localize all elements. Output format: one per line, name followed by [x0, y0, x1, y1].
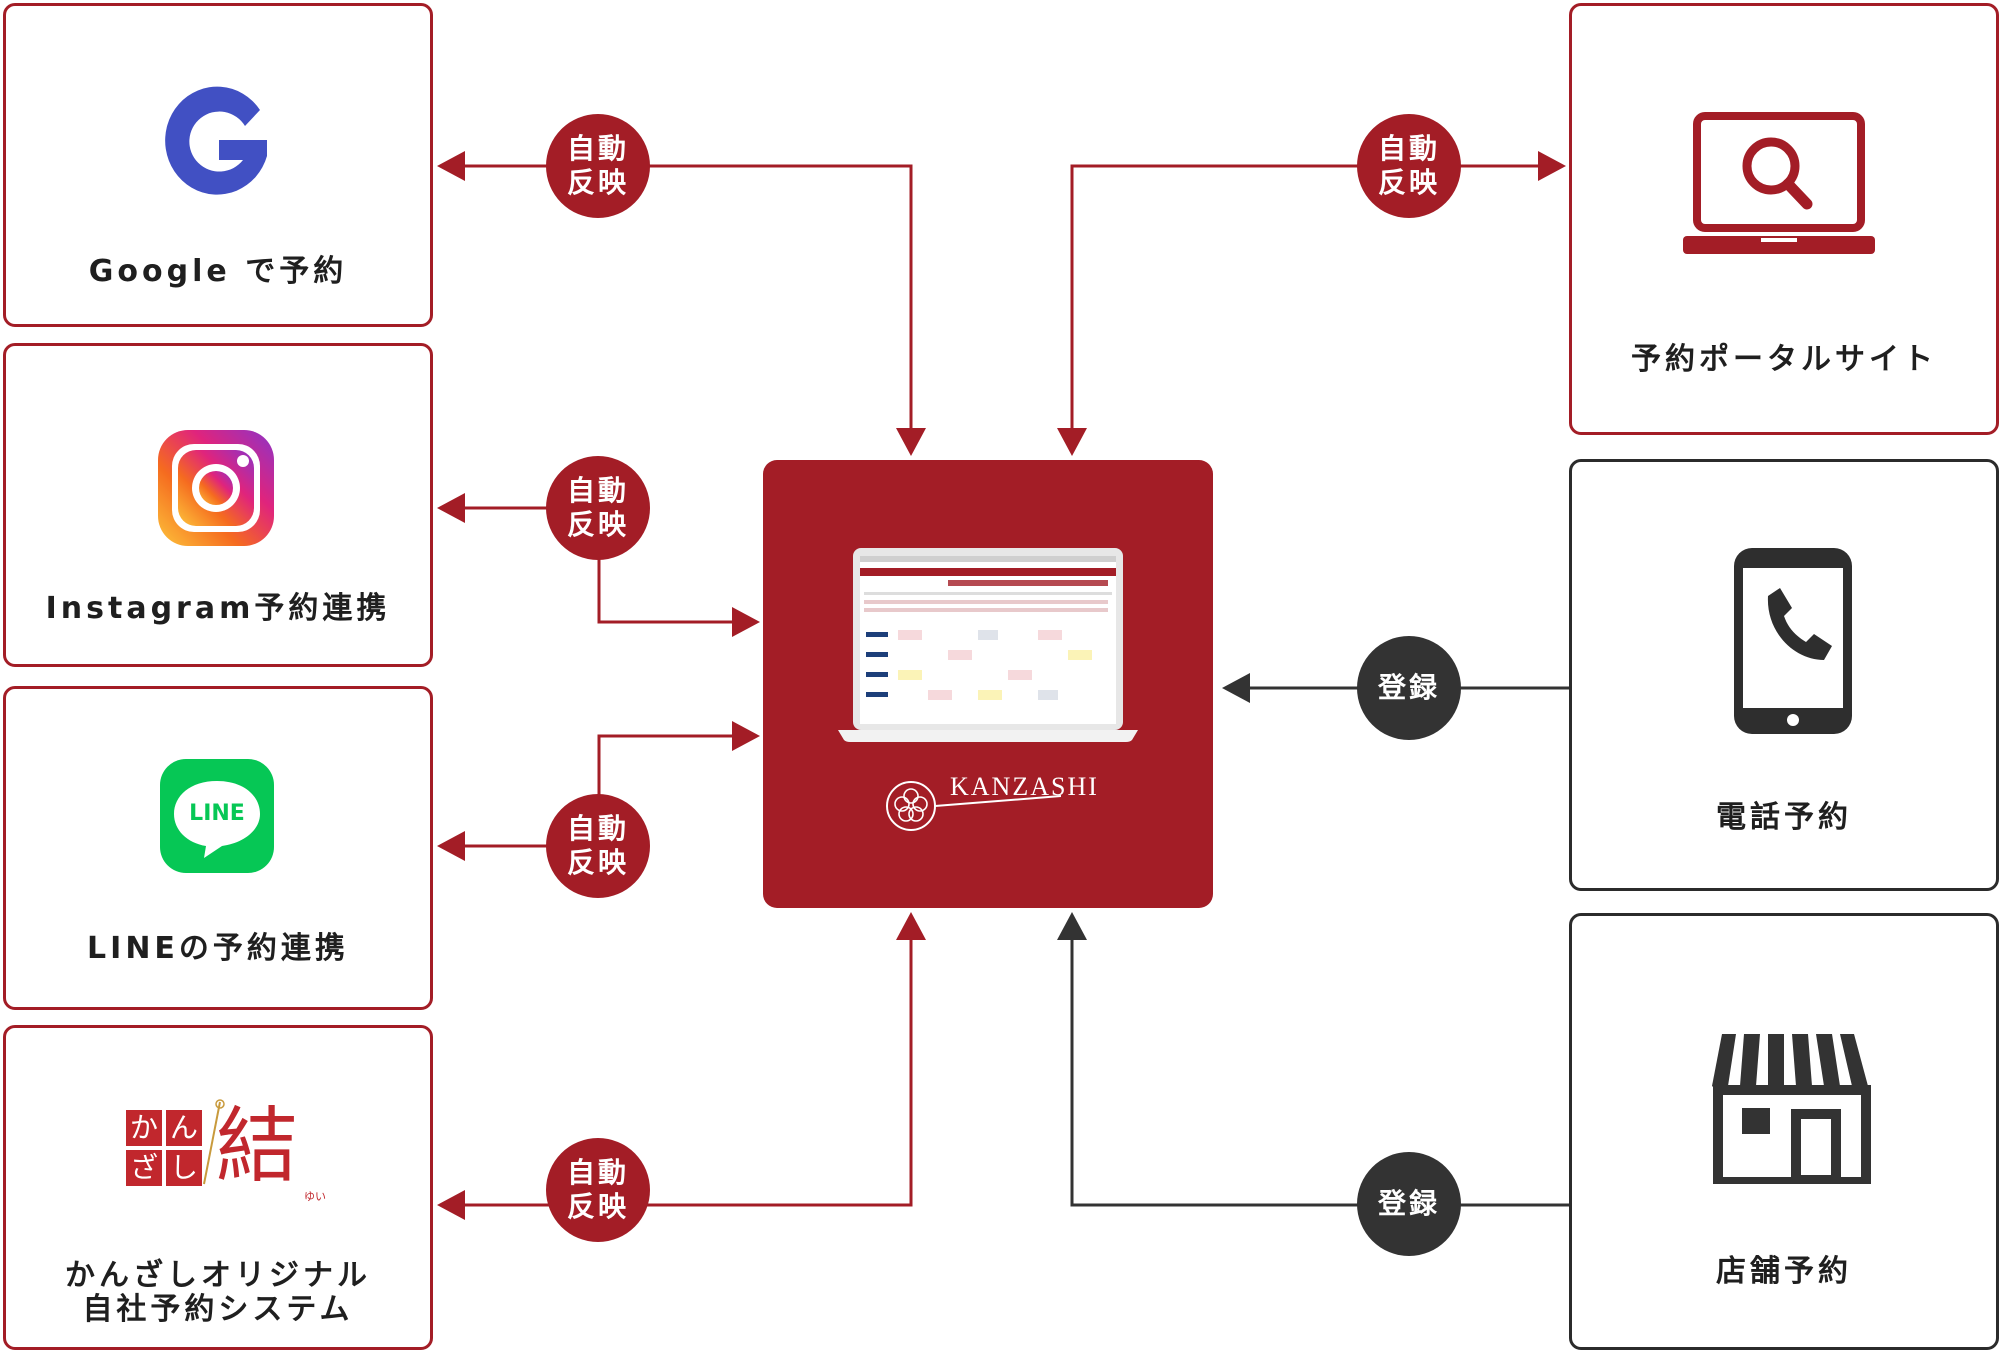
google-box: Google で予約: [3, 3, 433, 327]
kanzashi-label-1: かんざしオリジナル: [65, 1258, 371, 1293]
kanzashi-logo-char-2: ん: [166, 1110, 202, 1146]
instagram-label: Instagram予約連携: [45, 591, 391, 626]
connector-kanzashi: [465, 932, 913, 1207]
arrowhead-kanzashi: [437, 1190, 465, 1220]
arrowhead-hub-bottom-left: [896, 912, 926, 940]
kanzashi-logo-ruby: ゆい: [304, 1190, 326, 1203]
register-badge-phone: 登録: [1357, 636, 1461, 740]
google-icon: [165, 86, 267, 195]
kanzashi-box: か ん ざ し 結 ゆい かんざしオリジナル 自社予約システム: [3, 1025, 433, 1350]
auto-badge-kanzashi: 自動反映: [546, 1138, 650, 1242]
store-icon: [1712, 1034, 1871, 1184]
store-box: 店舗予約: [1569, 913, 1999, 1350]
kanzashi-logo-main: 結: [216, 1099, 299, 1194]
connector-line: [465, 734, 740, 848]
line-box: LINE LINEの予約連携: [3, 686, 433, 1010]
badge-text-line2: 反映: [566, 846, 629, 879]
kanzashi-brand: KANZASHI: [950, 772, 1099, 801]
arrowhead-line: [437, 831, 465, 861]
google-label: Google で予約: [88, 254, 348, 289]
arrowhead-hub-bottom-right: [1057, 912, 1087, 940]
arrowhead-google: [437, 151, 465, 181]
connector-portal: [1070, 164, 1540, 436]
badge-text-line1: 自動: [1377, 132, 1440, 165]
line-logo-text: LINE: [189, 801, 245, 826]
connector-instagram: [465, 506, 740, 624]
connector-store: [1070, 932, 1570, 1207]
store-label: 店舗予約: [1716, 1254, 1852, 1289]
kanzashi-logo-char-3: ざ: [126, 1150, 162, 1186]
register-badge-store: 登録: [1357, 1152, 1461, 1256]
kanzashi-logo: か ん ざ し 結 ゆい: [126, 1099, 326, 1210]
badge-text-line1: 自動: [566, 474, 629, 507]
instagram-box: Instagram予約連携: [3, 343, 433, 667]
badge-text: 登録: [1377, 1187, 1440, 1220]
smartphone-phone-icon: [1734, 548, 1852, 734]
portal-label: 予約ポータルサイト: [1631, 342, 1937, 377]
kanzashi-label-2: 自社予約システム: [82, 1292, 354, 1327]
kanzashi-hub: KANZASHI: [763, 460, 1213, 908]
kanzashi-logo-char-1: か: [126, 1110, 162, 1146]
phone-box: 電話予約: [1569, 459, 1999, 891]
kanzashi-logo-char-4: し: [166, 1150, 202, 1186]
auto-badge-line: 自動反映: [546, 794, 650, 898]
line-icon: LINE: [160, 759, 274, 873]
laptop-calendar-icon: [838, 548, 1138, 742]
laptop-search-icon: [1683, 112, 1875, 254]
auto-badge-instagram: 自動反映: [546, 456, 650, 560]
badge-text-line2: 反映: [566, 166, 629, 199]
auto-badge-google: 自動反映: [546, 114, 650, 218]
arrowhead-portal: [1538, 151, 1566, 181]
kanzashi-emblem: [886, 781, 1061, 831]
auto-badge-portal: 自動反映: [1357, 114, 1461, 218]
badge-text-line1: 自動: [566, 132, 629, 165]
arrowhead-hub-left-1: [732, 607, 760, 637]
portal-box: 予約ポータルサイト: [1569, 3, 1999, 435]
badge-text-line2: 反映: [566, 508, 629, 541]
badge-text-line2: 反映: [1377, 166, 1440, 199]
arrowhead-hub-right: [1222, 673, 1250, 703]
phone-label: 電話予約: [1716, 800, 1852, 835]
badge-text-line1: 自動: [566, 1156, 629, 1189]
badge-text-line2: 反映: [566, 1190, 629, 1223]
instagram-icon: [158, 430, 274, 546]
arrowhead-hub-top-left: [896, 428, 926, 456]
arrowhead-hub-left-2: [732, 721, 760, 751]
badge-text: 登録: [1377, 671, 1440, 704]
arrowhead-hub-top-right: [1057, 428, 1087, 456]
line-label: LINEの予約連携: [87, 931, 349, 966]
arrowhead-instagram: [437, 493, 465, 523]
badge-text-line1: 自動: [566, 812, 629, 845]
kanzashi-logo-pin: [203, 1099, 225, 1185]
connector-google: [465, 164, 913, 436]
